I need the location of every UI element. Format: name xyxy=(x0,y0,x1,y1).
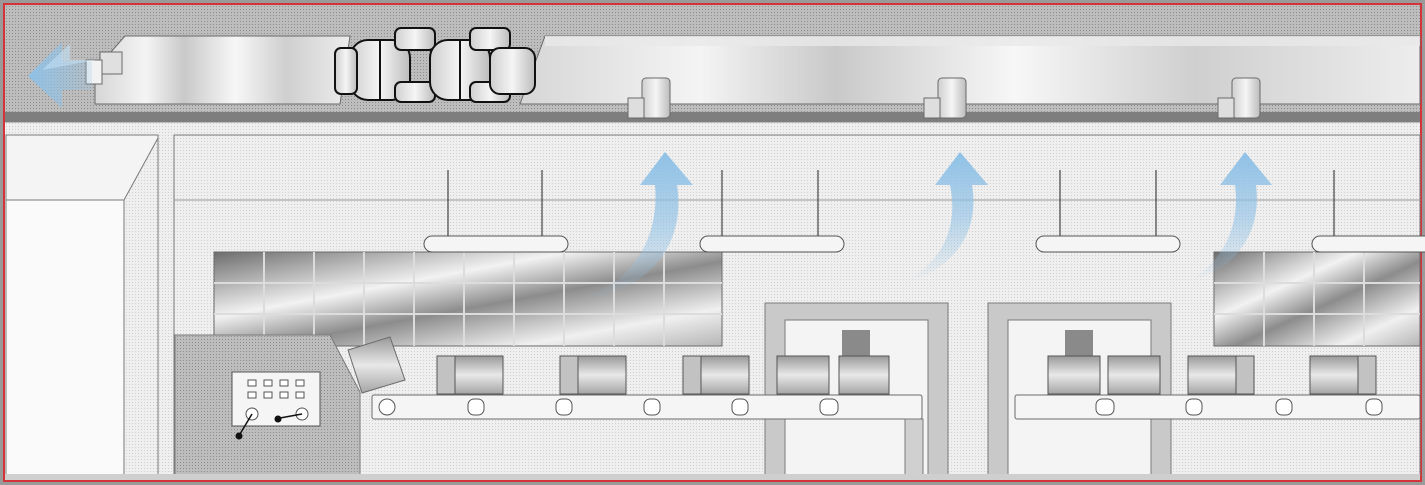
pendant-light-4 xyxy=(1311,170,1425,253)
pendant-light-1 xyxy=(423,170,569,253)
conveyor-belt-1 xyxy=(371,394,924,478)
left-arrow-icon xyxy=(28,42,96,108)
floor xyxy=(5,474,1420,480)
curved-up-arrow-icon xyxy=(570,152,693,300)
ceiling-duct-band xyxy=(5,5,1421,123)
inline-duct-fan-icon xyxy=(334,27,536,103)
back-window-right xyxy=(1213,251,1421,347)
conveyor-belt-2 xyxy=(1014,394,1421,420)
pendant-light-2 xyxy=(699,170,845,253)
curved-up-arrow-icon xyxy=(1188,152,1272,282)
control-panel xyxy=(231,371,321,440)
product-boxes xyxy=(436,355,1377,395)
back-window-left xyxy=(213,251,723,347)
pendant-light-3 xyxy=(1035,170,1181,253)
curved-up-arrow-icon xyxy=(905,152,988,282)
exhaust-duct xyxy=(94,35,351,105)
